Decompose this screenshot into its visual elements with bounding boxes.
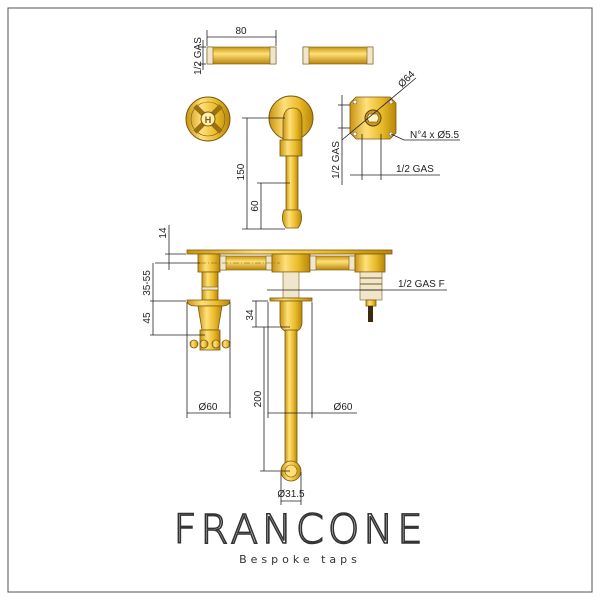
mounting-flange (349, 96, 397, 140)
dimension-60-vertical: 60 (250, 182, 290, 229)
extension-pipe-right (302, 46, 374, 65)
dim-200-label: 200 (253, 390, 264, 407)
spout-side-view (268, 95, 314, 229)
dim-inlet-label: 1/2 GAS F (398, 279, 445, 290)
dim-flange-diameter-label: Ø64 (396, 69, 417, 90)
cross-handle-side-view (186, 299, 231, 351)
dim-60-label: 60 (250, 200, 261, 212)
dim-rosette-diameter-label: Ø60 (334, 402, 353, 413)
dim-14-label: 14 (158, 227, 169, 239)
concealed-body-assembly (186, 249, 393, 322)
dimension-flange-thread: 1/2 GAS 1/2 GAS (331, 95, 440, 185)
dimension-35-55: 35-55 (142, 263, 186, 302)
dimension-150: 150 (236, 117, 285, 230)
dim-handle-diameter-label: Ø60 (199, 402, 218, 413)
dim-tip-diameter-label: Ø31.5 (277, 489, 305, 500)
dim-150-label: 150 (236, 163, 247, 180)
dimension-inlet: 1/2 GAS F (267, 279, 447, 291)
dimension-14: 14 (155, 225, 200, 270)
dim-flange-thread-h-label: 1/2 GAS (396, 164, 434, 175)
dimension-rosette-diameter: Ø60 (267, 302, 357, 418)
svg-text:H: H (205, 115, 212, 125)
brand-logo: FRANCONE (173, 507, 426, 553)
brand-tagline: Bespoke taps (239, 553, 361, 566)
dim-80-label: 80 (235, 26, 247, 37)
cross-handle-top-view: H (185, 96, 231, 142)
dim-35-55-label: 35-55 (142, 270, 153, 296)
extension-pipe-left (206, 46, 277, 65)
dim-flange-thread-v-label: 1/2 GAS (331, 141, 342, 179)
spout-front-view (269, 297, 313, 482)
dimension-pipe-thread: 1/2 GAS (193, 37, 206, 75)
dimension-45: 45 (142, 301, 205, 336)
dimension-tip-diameter: Ø31.5 (277, 472, 305, 505)
dimension-holes: N°4 x Ø5.5 (390, 130, 460, 141)
frame-border (7, 7, 593, 593)
dimension-80: 80 (206, 26, 277, 46)
dim-45-label: 45 (142, 312, 153, 324)
dim-34-label: 34 (245, 309, 256, 321)
dimension-200: 200 (253, 327, 290, 472)
dimension-handle-diameter: Ø60 (186, 302, 231, 418)
dim-holes-label: N°4 x Ø5.5 (410, 130, 459, 141)
dim-pipe-thread-label: 1/2 GAS (193, 37, 204, 75)
dimension-34: 34 (245, 300, 290, 328)
